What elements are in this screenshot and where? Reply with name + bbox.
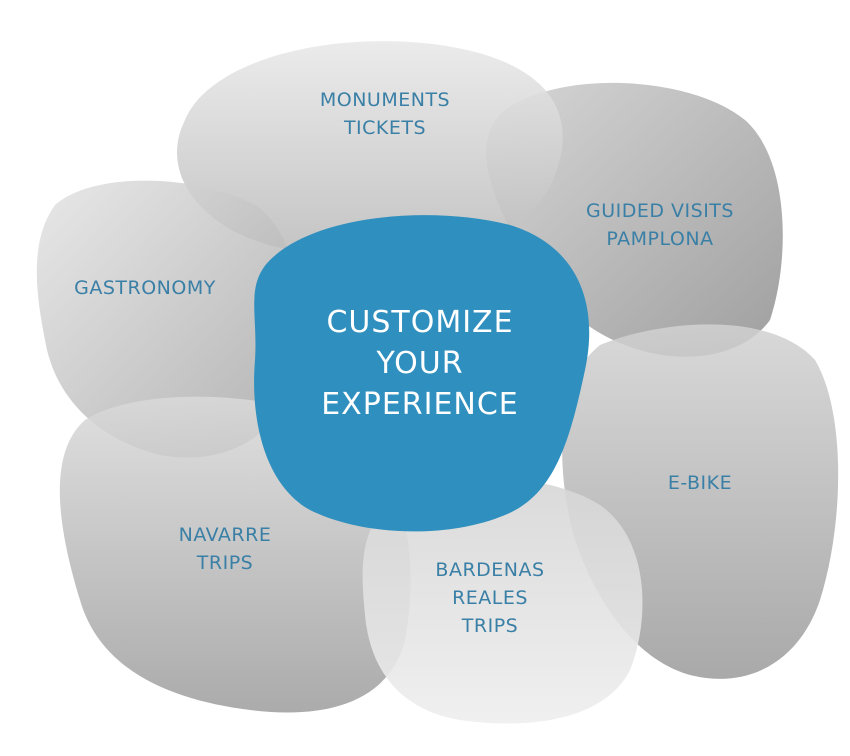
monuments-tickets-link[interactable]: MONUMENTS TICKETS bbox=[290, 86, 480, 142]
center-title-line: CUSTOMIZE bbox=[326, 305, 514, 340]
petal-label-line: TRIPS bbox=[196, 552, 254, 574]
center-blob[interactable] bbox=[254, 215, 590, 532]
petal-label-line: E-BIKE bbox=[667, 472, 733, 494]
petal-bardenas[interactable] bbox=[362, 478, 643, 724]
gastronomy-link[interactable]: GASTRONOMY bbox=[50, 274, 240, 302]
petal-label-line: PAMPLONA bbox=[606, 228, 714, 250]
center-title: CUSTOMIZE YOUR EXPERIENCE bbox=[260, 302, 580, 425]
center-title-line: EXPERIENCE bbox=[321, 387, 519, 422]
bardenas-reales-trips-link[interactable]: BARDENAS REALES TRIPS bbox=[420, 556, 560, 640]
petal-label-line: REALES bbox=[452, 587, 528, 609]
petal-label-line: TICKETS bbox=[343, 117, 427, 139]
center-title-line: YOUR bbox=[376, 346, 464, 381]
petal-label-line: NAVARRE bbox=[178, 524, 272, 546]
petal-label-line: MONUMENTS bbox=[319, 89, 451, 111]
petal-label-line: GUIDED VISITS bbox=[586, 200, 734, 222]
petal-label-line: TRIPS bbox=[461, 615, 519, 637]
petal-label-line: BARDENAS bbox=[435, 559, 545, 581]
guided-visits-link[interactable]: GUIDED VISITS PAMPLONA bbox=[560, 197, 760, 253]
petal-monuments[interactable] bbox=[177, 41, 563, 257]
e-bike-link[interactable]: E-BIKE bbox=[650, 469, 750, 497]
navarre-trips-link[interactable]: NAVARRE TRIPS bbox=[160, 521, 290, 577]
petal-label-line: GASTRONOMY bbox=[74, 277, 216, 299]
petal-gastronomy[interactable] bbox=[36, 180, 300, 458]
